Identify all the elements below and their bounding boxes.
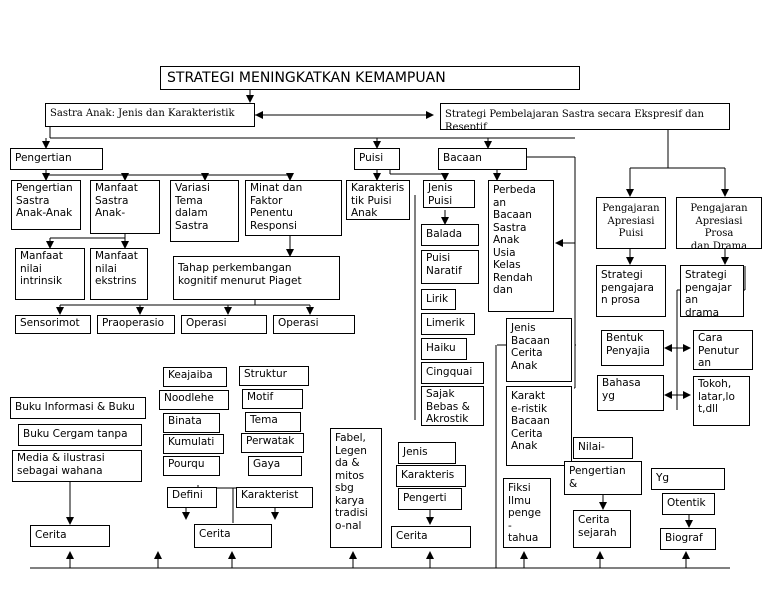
- operasi-formal-node: Operasi: [273, 315, 355, 334]
- tokoh-latar-node: Tokoh, latar,lo t,dll: [693, 376, 750, 426]
- cara-penuturan-node: Cara Penutur an: [693, 330, 753, 370]
- biografi-node: Biograf: [660, 528, 716, 550]
- cingquai-node: Cingquai: [421, 362, 484, 384]
- apresiasi-prosa-node: Pengajaran Apresiasi Prosa dan Drama: [676, 197, 762, 249]
- puisi-naratif-node: Puisi Naratif: [421, 250, 479, 284]
- left-branch-node: Sastra Anak: Jenis dan Karakteristik: [45, 103, 255, 127]
- cerita-jenis-node: Cerita: [391, 526, 471, 548]
- bahasa-node: Bahasa yg: [597, 375, 664, 411]
- balada-node: Balada: [421, 224, 479, 246]
- karakteristik-cerita-node: Karakteris: [396, 465, 466, 487]
- lirik-node: Lirik: [421, 289, 456, 310]
- puisi-node: Puisi: [354, 148, 400, 170]
- pengertian-sejarah-node: Pengertian &: [564, 461, 642, 495]
- operasi-concrete-node: Operasi: [181, 315, 267, 334]
- kumulatif-node: Kumulati: [163, 434, 224, 454]
- strategi-prosa-node: Strategi pengajara n prosa: [596, 265, 666, 317]
- buku-informasi-node: Buku Informasi & Buku: [10, 397, 146, 419]
- jenis-puisi-node: Jenis Puisi: [423, 180, 475, 208]
- jenis-bacaan-node: Jenis Bacaan Cerita Anak: [506, 318, 572, 382]
- tema-node: Tema: [245, 412, 301, 432]
- binatang-node: Binata: [163, 413, 220, 433]
- bacaan-node: Bacaan: [438, 148, 527, 170]
- praoperasio-node: Praoperasio: [97, 315, 175, 334]
- cerita-sejarah-node: Cerita sejarah: [573, 510, 631, 548]
- manfaat-ekstrinsik-node: Manfaat nilai ekstrins: [90, 248, 148, 300]
- gaya-node: Gaya: [248, 456, 302, 476]
- struktur-node: Struktur: [239, 366, 309, 386]
- manfaat-sastra-node: Manfaat Sastra Anak-: [90, 180, 160, 234]
- pengertian-sastra-node: Pengertian Sastra Anak-Anak: [11, 180, 81, 230]
- right-branch-node: Strategi Pembelajaran Sastra secara Eksp…: [440, 103, 730, 130]
- keajaiban-node: Keajaiba: [163, 367, 227, 387]
- noodlehe-node: Noodlehe: [159, 390, 229, 410]
- minat-faktor-node: Minat dan Faktor Penentu Responsi: [245, 180, 342, 236]
- pengertian-node: Pengertian: [10, 148, 103, 170]
- pengertian-cerita-node: Pengerti: [398, 488, 462, 510]
- fabel-node: Fabel, Legen da & mitos sbg karya tradis…: [330, 428, 382, 548]
- strategi-drama-node: Strategi pengajar an drama: [680, 265, 744, 317]
- cerita-mid-node: Cerita: [194, 524, 272, 548]
- haiku-node: Haiku: [421, 338, 467, 360]
- manfaat-intrinsik-node: Manfaat nilai intrinsik: [15, 248, 85, 300]
- variasi-tema-node: Variasi Tema dalam Sastra: [170, 180, 239, 242]
- bentuk-penyajian-node: Bentuk Penyajia: [601, 330, 664, 366]
- karakteristik-bacaan-node: Karakt e-ristik Bacaan Cerita Anak: [506, 386, 572, 466]
- sajak-node: Sajak Bebas & Akrostik: [421, 386, 484, 426]
- definisi-node: Defini: [167, 487, 217, 508]
- limerik-node: Limerik: [421, 313, 475, 335]
- nilai-node: Nilai-: [573, 437, 633, 459]
- tahap-piaget-node: Tahap perkembangan kognitif menurut Piag…: [173, 256, 340, 300]
- media-ilustrasi-node: Media & ilustrasi sebagai wahana: [12, 450, 142, 482]
- cerita-left-node: Cerita: [30, 525, 110, 547]
- otentik-node: Otentik: [662, 493, 715, 515]
- perbedaan-bacaan-node: Perbeda an Bacaan Sastra Anak Usia Kelas…: [488, 180, 554, 312]
- main-title: STRATEGI MENINGKATKAN KEMAMPUAN: [160, 66, 580, 90]
- apresiasi-puisi-node: Pengajaran Apresiasi Puisi: [596, 197, 666, 249]
- karakteristik-mid-node: Karakterist: [236, 487, 313, 508]
- karakteristik-puisi-node: Karakteris tik Puisi Anak: [346, 180, 410, 220]
- fiksi-ilmu-node: Fiksi Ilmu penge - tahua: [503, 478, 551, 548]
- jenis-cerita-node: Jenis: [398, 442, 456, 464]
- perwatakan-node: Perwatak: [241, 433, 304, 453]
- yg-node: Yg: [651, 468, 725, 490]
- motif-node: Motif: [242, 389, 303, 409]
- buku-cergam-node: Buku Cergam tanpa: [18, 424, 142, 446]
- sensorimot-node: Sensorimot: [15, 315, 91, 334]
- pourquoi-node: Pourqu: [163, 456, 220, 476]
